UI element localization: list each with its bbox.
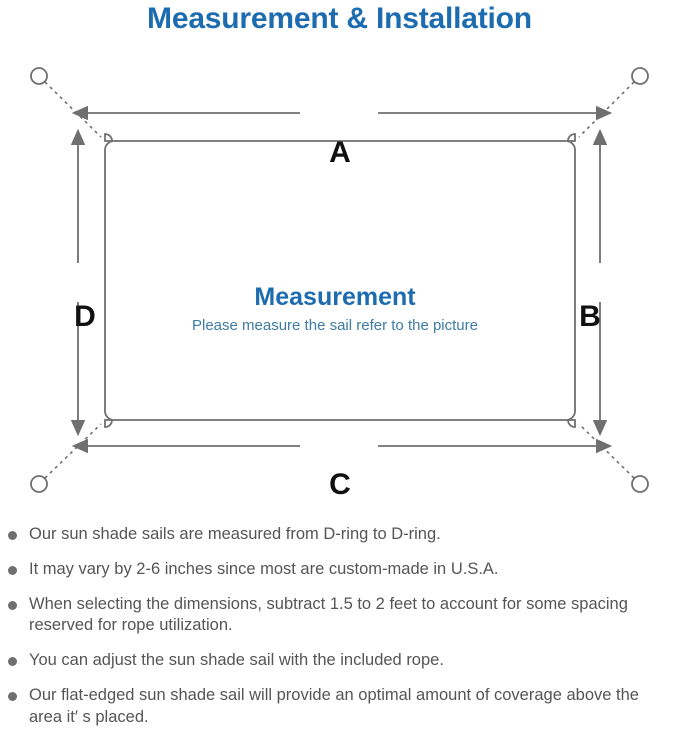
note-text: It may vary by 2-6 inches since most are… <box>29 559 499 578</box>
top-left-post-icon <box>30 67 48 85</box>
page-title: Measurement & Installation <box>147 2 532 35</box>
rope-bottom-left <box>44 423 102 479</box>
d-rings <box>104 133 576 428</box>
rope-top-right <box>578 81 635 138</box>
rope-lines <box>44 81 635 479</box>
sail-body <box>104 140 576 421</box>
rope-top-left <box>44 81 102 138</box>
anchor-posts <box>30 67 649 493</box>
note-text: When selecting the dimensions, subtract … <box>29 594 628 635</box>
list-item: Our sun shade sails are measured from D-… <box>0 524 679 546</box>
d-ring-bottom-left-icon <box>104 419 113 428</box>
d-ring-top-left-icon <box>104 133 113 142</box>
bottom-right-post-icon <box>631 475 649 493</box>
d-ring-top-right-icon <box>567 133 576 142</box>
rope-bottom-right <box>578 423 635 479</box>
bullet-icon <box>8 600 17 610</box>
bullet-icon <box>8 691 17 701</box>
list-item: It may vary by 2-6 inches since most are… <box>0 559 679 581</box>
list-item: You can adjust the sun shade sail with t… <box>0 650 679 672</box>
note-text: You can adjust the sun shade sail with t… <box>29 651 444 670</box>
sail-diagram: A B C D Measurement Please measure the s… <box>0 40 679 520</box>
bottom-left-post-icon <box>30 475 48 493</box>
note-text: Our sun shade sails are measured from D-… <box>29 525 441 543</box>
note-text: Our flat-edged sun shade sail will provi… <box>29 685 639 726</box>
notes-list: Our sun shade sails are measured from D-… <box>0 524 679 741</box>
sail-diagram-svg <box>30 67 649 493</box>
sail-center-subtitle: Please measure the sail refer to the pic… <box>192 317 478 334</box>
bullet-icon <box>8 657 17 667</box>
sail-center-title: Measurement <box>254 283 416 311</box>
list-item: When selecting the dimensions, subtract … <box>0 594 679 638</box>
d-ring-bottom-right-icon <box>567 419 576 428</box>
bullet-icon <box>8 565 17 575</box>
bullet-icon <box>8 531 17 540</box>
top-right-post-icon <box>631 67 649 85</box>
list-item: Our flat-edged sun shade sail will provi… <box>0 685 679 729</box>
